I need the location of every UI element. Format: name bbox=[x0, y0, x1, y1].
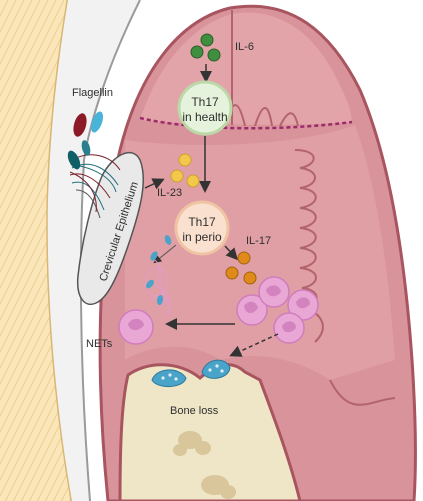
bacterium-red bbox=[73, 113, 87, 137]
basement-boundary bbox=[139, 116, 353, 130]
il23-cytokines bbox=[170, 153, 200, 188]
neutrophil-cluster bbox=[236, 276, 319, 344]
il17-arrow bbox=[224, 245, 239, 261]
th17-perio-line1: Th17 bbox=[188, 215, 216, 229]
neutrophil bbox=[258, 276, 290, 308]
th17-health-cell: Th17 in health bbox=[177, 80, 233, 136]
osteoclast-right bbox=[201, 359, 231, 379]
neutrophil bbox=[236, 294, 268, 326]
perio-to-nets-arrow bbox=[153, 244, 177, 264]
th17-perio-cell: Th17 in perio bbox=[174, 200, 230, 256]
gingiva bbox=[98, 4, 417, 501]
sulcus bbox=[47, 0, 141, 501]
il6-cytokines bbox=[190, 33, 221, 62]
bacterium-small bbox=[81, 140, 91, 156]
neutrophil-to-bone-arrow bbox=[229, 333, 279, 357]
epithelium-arrow bbox=[144, 178, 165, 190]
il17-label: IL-17 bbox=[246, 235, 271, 247]
th17-health-line1: Th17 bbox=[191, 95, 219, 109]
neutrophil bbox=[287, 289, 319, 321]
th17-health-line2: in health bbox=[182, 110, 227, 124]
th17-perio-line2: in perio bbox=[182, 230, 222, 244]
nets-label: NETs bbox=[86, 338, 113, 350]
nets-structure bbox=[118, 235, 173, 345]
flagellin-bacteria-cluster bbox=[67, 111, 121, 219]
il17-cytokines bbox=[225, 251, 257, 285]
bacterium-teal bbox=[67, 150, 81, 170]
il6-label: IL-6 bbox=[235, 41, 254, 53]
osteoclast-left bbox=[151, 369, 187, 387]
neutrophil bbox=[273, 312, 305, 344]
bone-loss-label: Bone loss bbox=[170, 405, 219, 417]
alveolar-bone bbox=[118, 363, 302, 501]
flagellin-label: Flagellin bbox=[72, 87, 113, 99]
bacterium-blue bbox=[90, 111, 104, 133]
il23-label: IL-23 bbox=[157, 187, 182, 199]
